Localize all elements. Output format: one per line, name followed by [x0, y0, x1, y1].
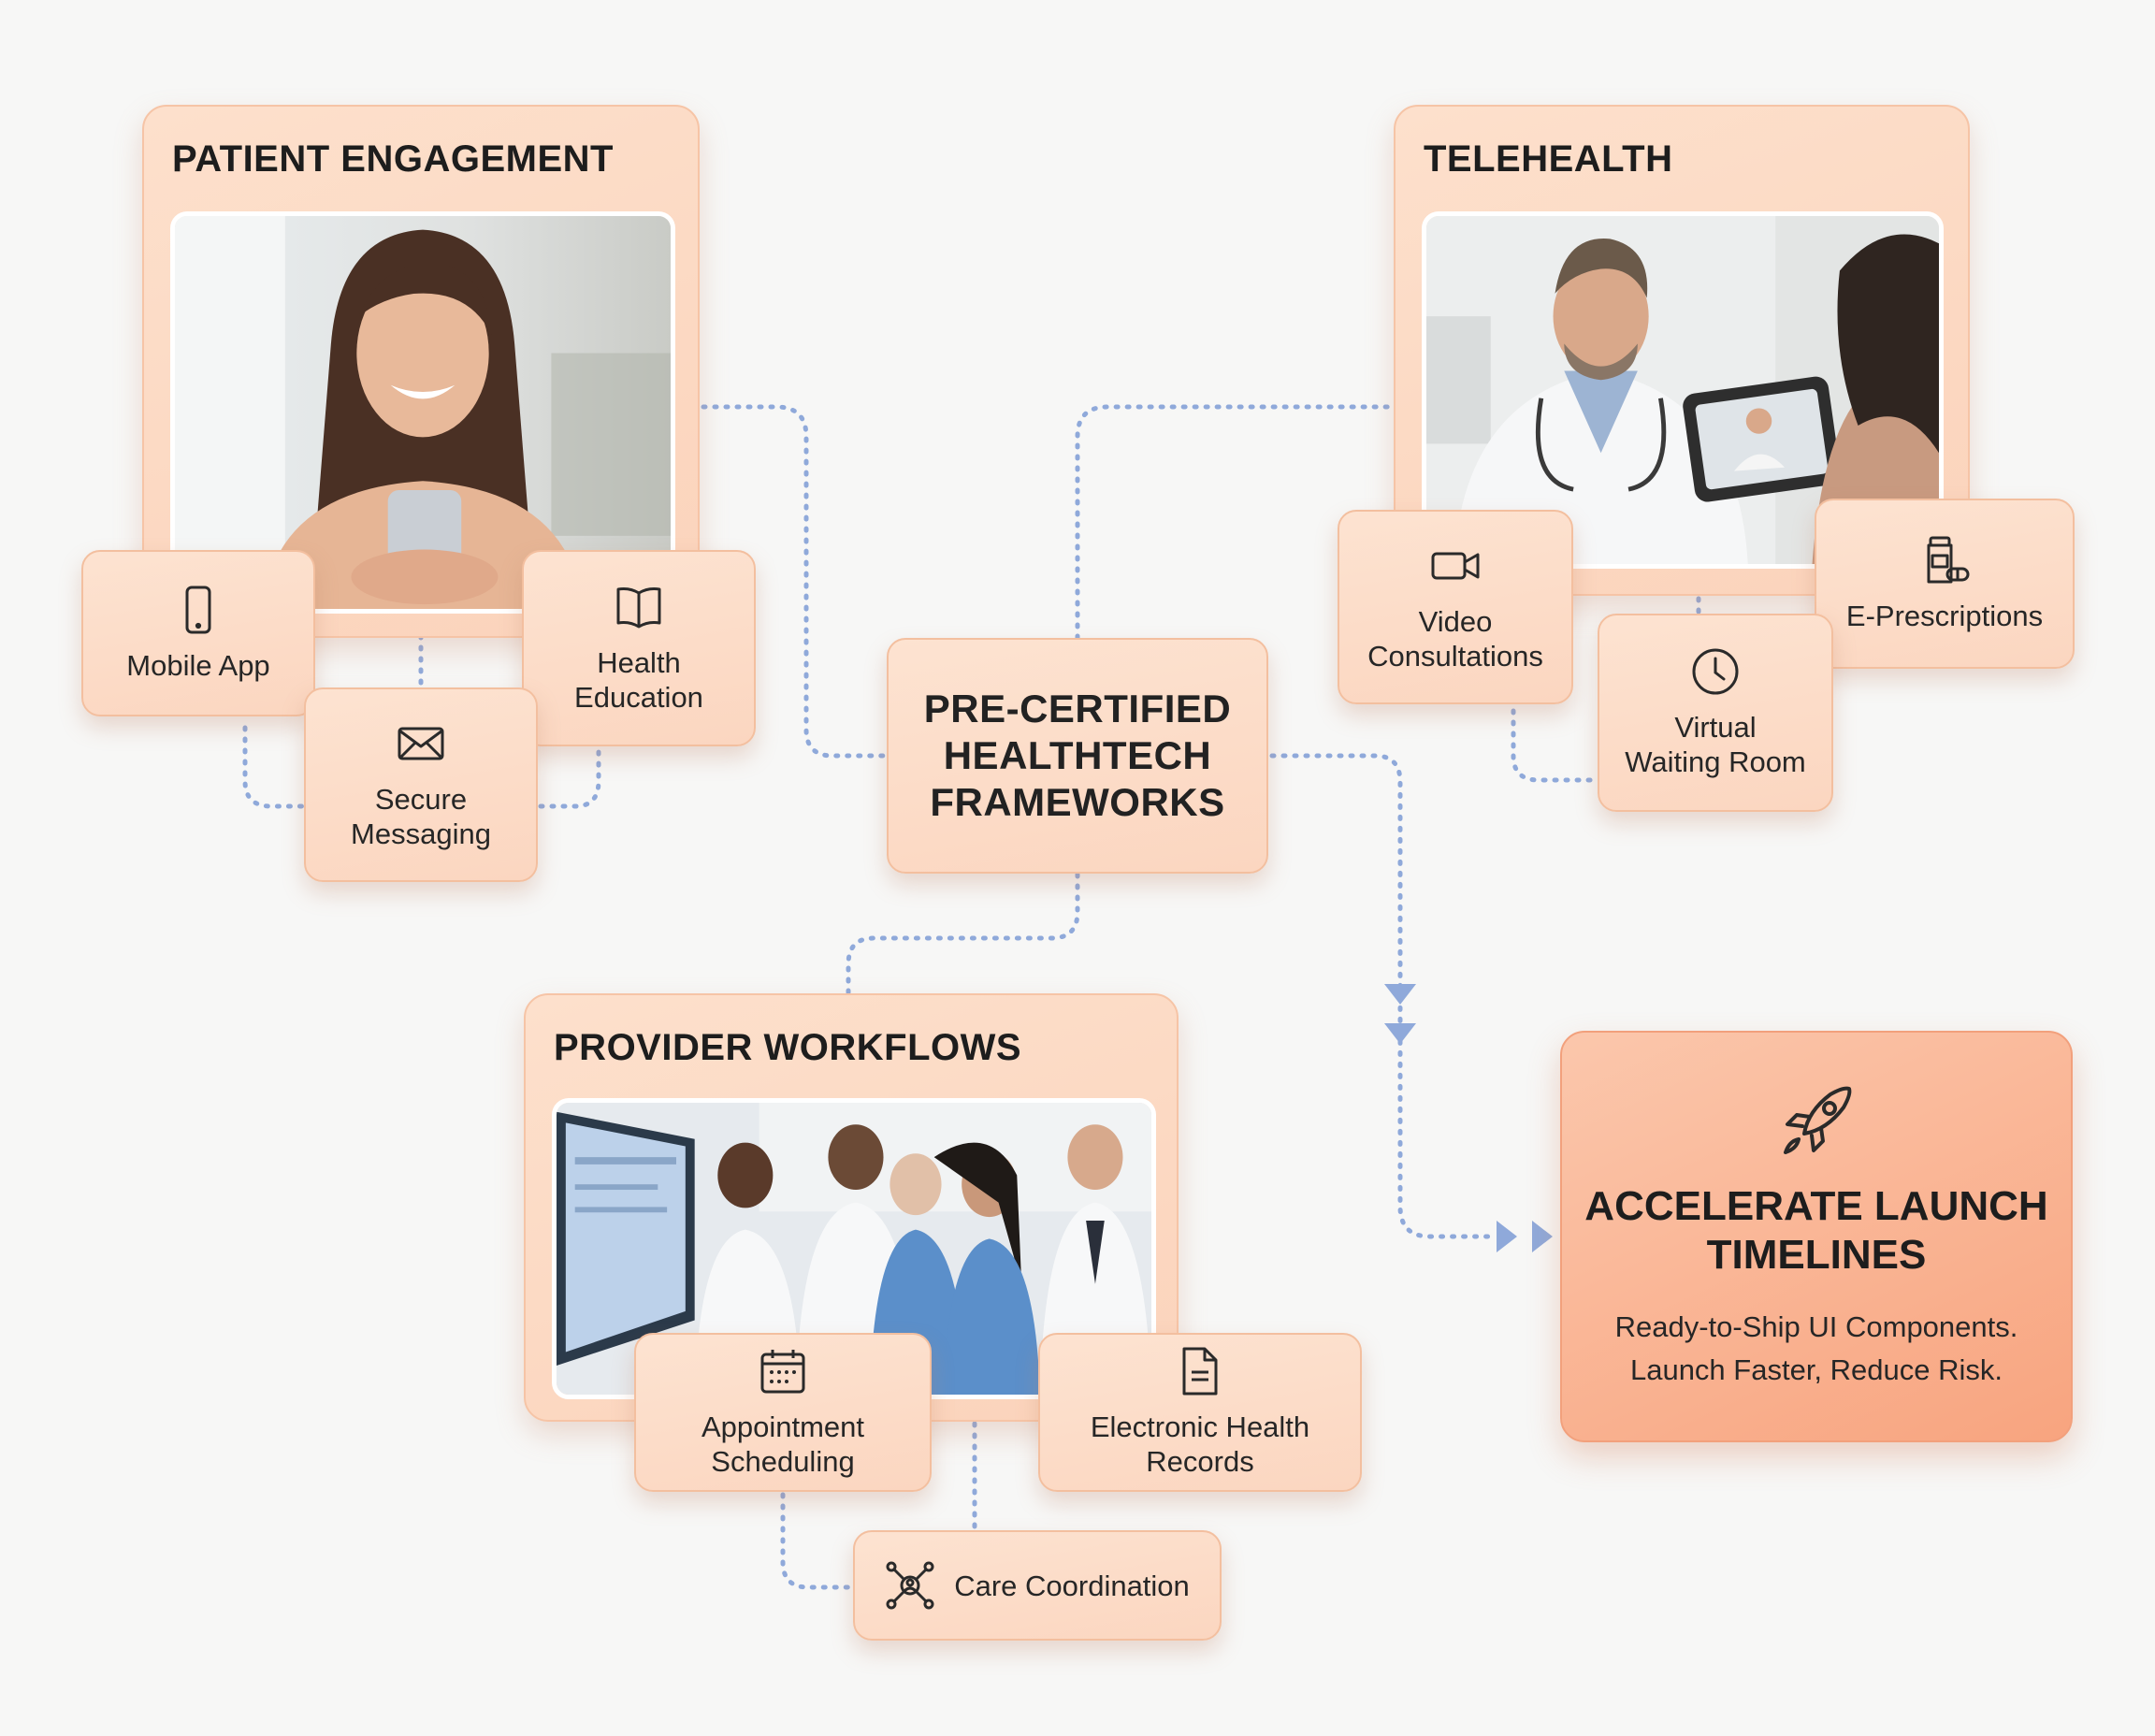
card-label: Video Consultations	[1367, 605, 1543, 673]
card-label: Health Education	[574, 646, 703, 714]
virtual-waiting-room-card[interactable]: Virtual Waiting Room	[1598, 614, 1833, 812]
panel-title: PATIENT ENGAGEMENT	[172, 138, 614, 180]
mobile-app-card[interactable]: Mobile App	[81, 550, 315, 716]
arrow-heads	[1384, 984, 1553, 1252]
panel-title: TELEHEALTH	[1424, 138, 1673, 180]
envelope-icon	[398, 727, 444, 760]
card-label: Virtual Waiting Room	[1625, 711, 1806, 778]
outcome-title: ACCELERATE LAUNCH TIMELINES	[1584, 1183, 2048, 1278]
accelerate-launch-card[interactable]: ACCELERATE LAUNCH TIMELINES Ready-to-Shi…	[1560, 1031, 2073, 1442]
card-label: E-Prescriptions	[1845, 599, 2044, 632]
rocket-icon	[1784, 1086, 1852, 1154]
center-title: PRE-CERTIFIED HEALTHTECH FRAMEWORKS	[923, 687, 1232, 824]
card-label: Mobile App	[126, 648, 270, 682]
care-coordination-card[interactable]: Care Coordination	[853, 1530, 1222, 1641]
document-icon	[1182, 1347, 1218, 1396]
telehealth-photo	[1422, 211, 1944, 569]
health-education-card[interactable]: Health Education	[522, 550, 756, 746]
clock-icon	[1692, 648, 1739, 695]
network-icon	[886, 1561, 934, 1610]
open-book-icon	[616, 587, 661, 629]
patient-photo	[170, 211, 675, 614]
pill-bottle-icon	[1927, 536, 1970, 583]
outcome-subtitle: Ready-to-Ship UI Components. Launch Fast…	[1614, 1310, 2018, 1386]
pre-certified-frameworks-card[interactable]: PRE-CERTIFIED HEALTHTECH FRAMEWORKS	[887, 638, 1268, 874]
video-camera-icon	[1431, 552, 1480, 580]
card-label: Electronic Health Records	[1090, 1410, 1310, 1478]
calendar-icon	[760, 1350, 805, 1394]
card-label: Secure Messaging	[351, 783, 491, 850]
appointment-scheduling-card[interactable]: Appointment Scheduling	[634, 1333, 932, 1492]
panel-title: PROVIDER WORKFLOWS	[554, 1027, 1022, 1068]
electronic-health-records-card[interactable]: Electronic Health Records	[1038, 1333, 1362, 1492]
video-consultations-card[interactable]: Video Consultations	[1338, 510, 1573, 704]
patient-engagement-panel: PATIENT ENGAGEMENT	[142, 105, 700, 638]
card-label: Care Coordination	[954, 1569, 1190, 1602]
smartphone-icon	[185, 586, 211, 633]
e-prescriptions-card[interactable]: E-Prescriptions	[1815, 499, 2075, 669]
card-label: Appointment Scheduling	[701, 1410, 865, 1478]
secure-messaging-card[interactable]: Secure Messaging	[304, 687, 538, 882]
